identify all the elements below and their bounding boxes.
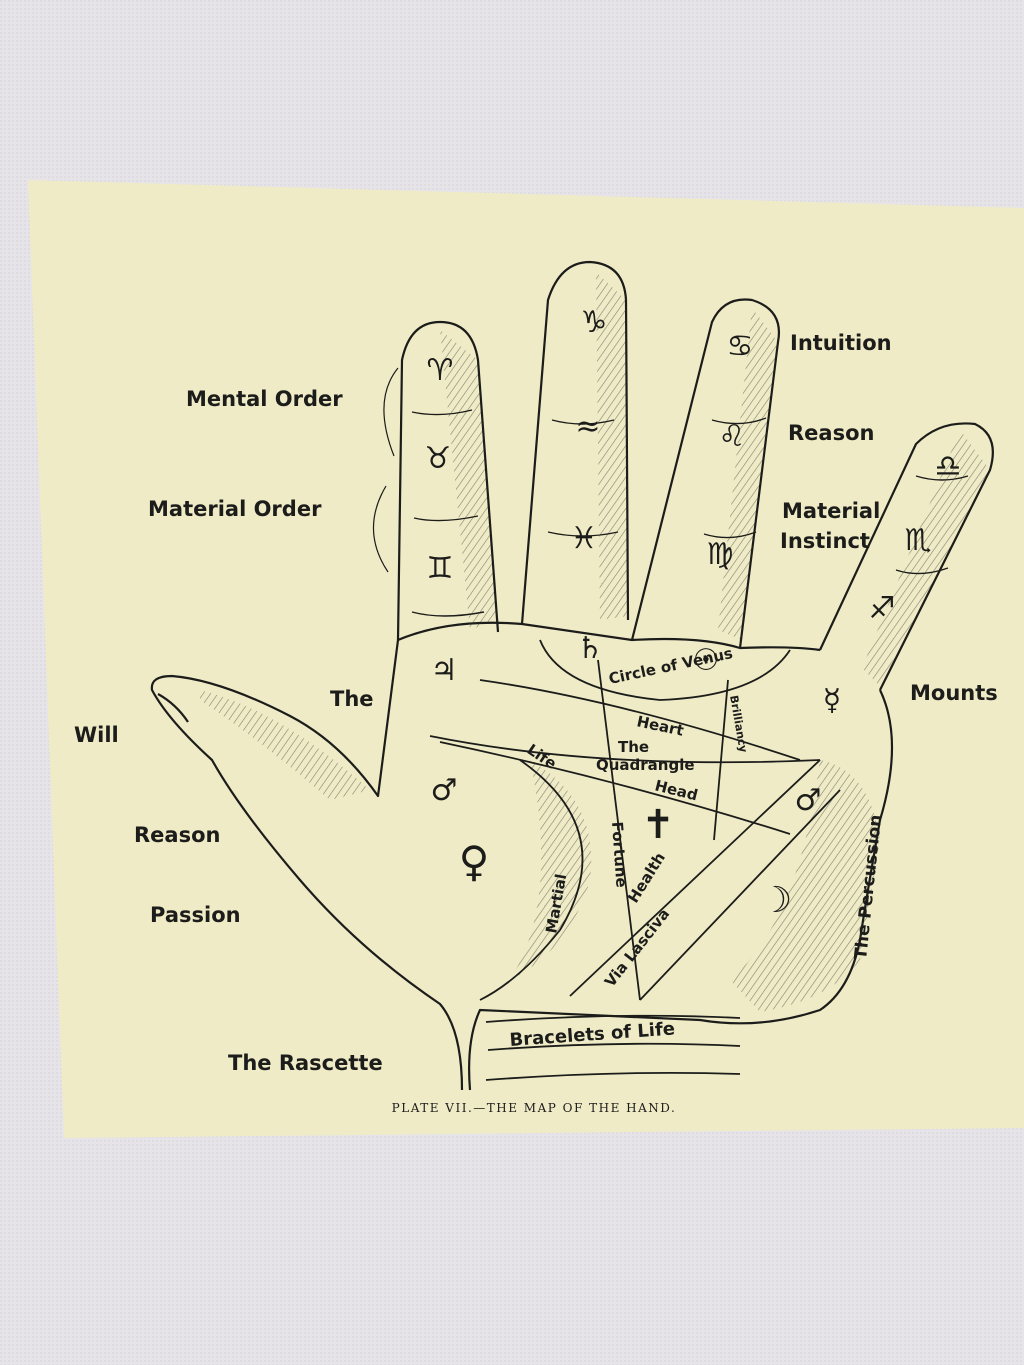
material-label: Material bbox=[782, 499, 880, 523]
bracelet-2 bbox=[487, 1042, 741, 1051]
little-finger bbox=[819, 422, 994, 691]
libra-symbol: ♎ bbox=[935, 449, 962, 484]
aquarius-symbol: ≈ bbox=[575, 409, 600, 444]
palm-outline bbox=[150, 621, 894, 1091]
print-background bbox=[28, 180, 1024, 1138]
brilliancy-line bbox=[713, 679, 729, 841]
sagittarius-symbol: ♐ bbox=[869, 591, 896, 626]
life-line bbox=[479, 759, 584, 1001]
thumb-nail bbox=[157, 693, 189, 723]
quadrangle-label: Quadrangle bbox=[596, 756, 695, 774]
bracelet-3 bbox=[485, 1071, 741, 1081]
fortune-line bbox=[597, 659, 641, 1001]
shading bbox=[200, 272, 990, 1012]
bracelet-1 bbox=[485, 1014, 741, 1023]
material-order-label: Material Order bbox=[148, 497, 322, 521]
mercury-symbol: ☿ bbox=[823, 683, 841, 718]
outer-labels: Mental Order Material Order Intuition Re… bbox=[74, 331, 998, 1075]
moon-symbol: ☽ bbox=[760, 880, 792, 921]
jupiter-symbol: ♃ bbox=[431, 653, 458, 688]
mounts-label: Mounts bbox=[910, 681, 998, 705]
instinct-label: Instinct bbox=[780, 529, 870, 553]
health-line bbox=[569, 759, 821, 997]
astro-symbols: ♈ ♉ ♊ ♑ ≈ ♓ ♋ ♌ ♍ ♎ ♏ ♐ ♃ ♄ ☉ ☿ ♂ ♂ ♀ ☽ … bbox=[425, 305, 962, 921]
palm-lines bbox=[372, 367, 841, 1081]
the-left-label: The bbox=[330, 687, 374, 711]
the-rascette-label: The Rascette bbox=[228, 1051, 383, 1075]
middle-finger bbox=[520, 260, 630, 625]
cross-symbol: ✝ bbox=[641, 802, 675, 848]
capricorn-symbol: ♑ bbox=[581, 305, 608, 340]
mars-lower-symbol: ♂ bbox=[795, 783, 822, 818]
heart-line bbox=[479, 679, 801, 761]
scorpio-symbol: ♏ bbox=[905, 523, 932, 558]
mental-order-label: Mental Order bbox=[186, 387, 343, 411]
sun-symbol: ☉ bbox=[693, 643, 720, 678]
index-finger bbox=[396, 320, 500, 641]
ring-finger bbox=[630, 298, 781, 649]
passion-label: Passion bbox=[150, 903, 241, 927]
taurus-symbol: ♉ bbox=[425, 441, 452, 476]
virgo-symbol: ♍ bbox=[707, 537, 734, 572]
will-label: Will bbox=[74, 723, 119, 747]
circle-of-venus-line bbox=[539, 639, 791, 701]
leo-symbol: ♌ bbox=[719, 419, 746, 454]
aries-symbol: ♈ bbox=[427, 353, 454, 388]
fortune-label: Fortune bbox=[608, 821, 631, 888]
head-line-upper bbox=[429, 735, 821, 764]
reason-top-label: Reason bbox=[788, 421, 874, 445]
mars-upper-symbol: ♂ bbox=[431, 773, 458, 808]
gemini-symbol: ♊ bbox=[427, 551, 454, 586]
venus-symbol: ♀ bbox=[459, 837, 490, 886]
pisces-symbol: ♓ bbox=[571, 521, 598, 556]
cancer-symbol: ♋ bbox=[727, 329, 754, 364]
mental-order-arc bbox=[383, 367, 399, 457]
reason-left-label: Reason bbox=[134, 823, 220, 847]
plate-caption: PLATE VII.—THE MAP OF THE HAND. bbox=[392, 1101, 677, 1115]
via-lasciva-line bbox=[639, 789, 841, 1001]
intuition-label: Intuition bbox=[790, 331, 892, 355]
saturn-symbol: ♄ bbox=[577, 631, 604, 666]
head-line bbox=[439, 741, 791, 835]
the-quad-label: The bbox=[618, 738, 649, 756]
material-order-arc bbox=[372, 485, 389, 573]
